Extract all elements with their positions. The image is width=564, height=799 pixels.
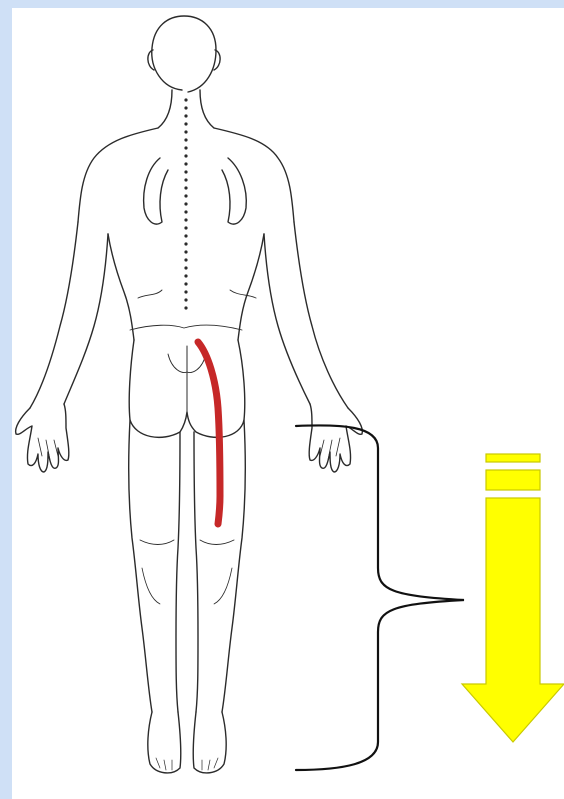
left-arm-outer [30, 222, 78, 408]
left-ear-outline [148, 50, 154, 70]
anatomical-figure [12, 8, 564, 799]
down-arrow-icon [462, 454, 564, 742]
arrow-stripe-top [486, 454, 540, 462]
right-leg-outer [222, 420, 245, 712]
right-foot-outline [193, 712, 226, 773]
left-leg-outer [129, 420, 152, 712]
arrow-stripe-middle [486, 470, 540, 490]
left-foot-outline [148, 712, 181, 773]
left-arm-inner [64, 234, 108, 404]
curly-brace-icon [296, 425, 464, 770]
neck-right [200, 90, 214, 128]
neck-left [158, 90, 172, 128]
arrow-body [462, 498, 564, 742]
right-arm-inner [264, 234, 310, 404]
left-hand-outline [16, 404, 69, 472]
radiating-pain-line-icon [198, 342, 220, 524]
right-hand-outline [309, 404, 362, 472]
head-outline [152, 16, 216, 92]
right-scapula [222, 158, 246, 224]
right-leg-inner [194, 432, 198, 712]
torso-right-side [238, 234, 264, 340]
human-body-back-outline-icon [16, 16, 363, 773]
left-leg-inner [176, 432, 180, 712]
right-arm-outer [294, 222, 348, 408]
diagram-canvas [12, 8, 564, 799]
left-scapula [144, 158, 168, 224]
torso-left-side [108, 234, 134, 340]
left-shoulder [78, 128, 158, 222]
right-shoulder [214, 128, 294, 222]
spine-dotted-line-icon [184, 98, 187, 309]
